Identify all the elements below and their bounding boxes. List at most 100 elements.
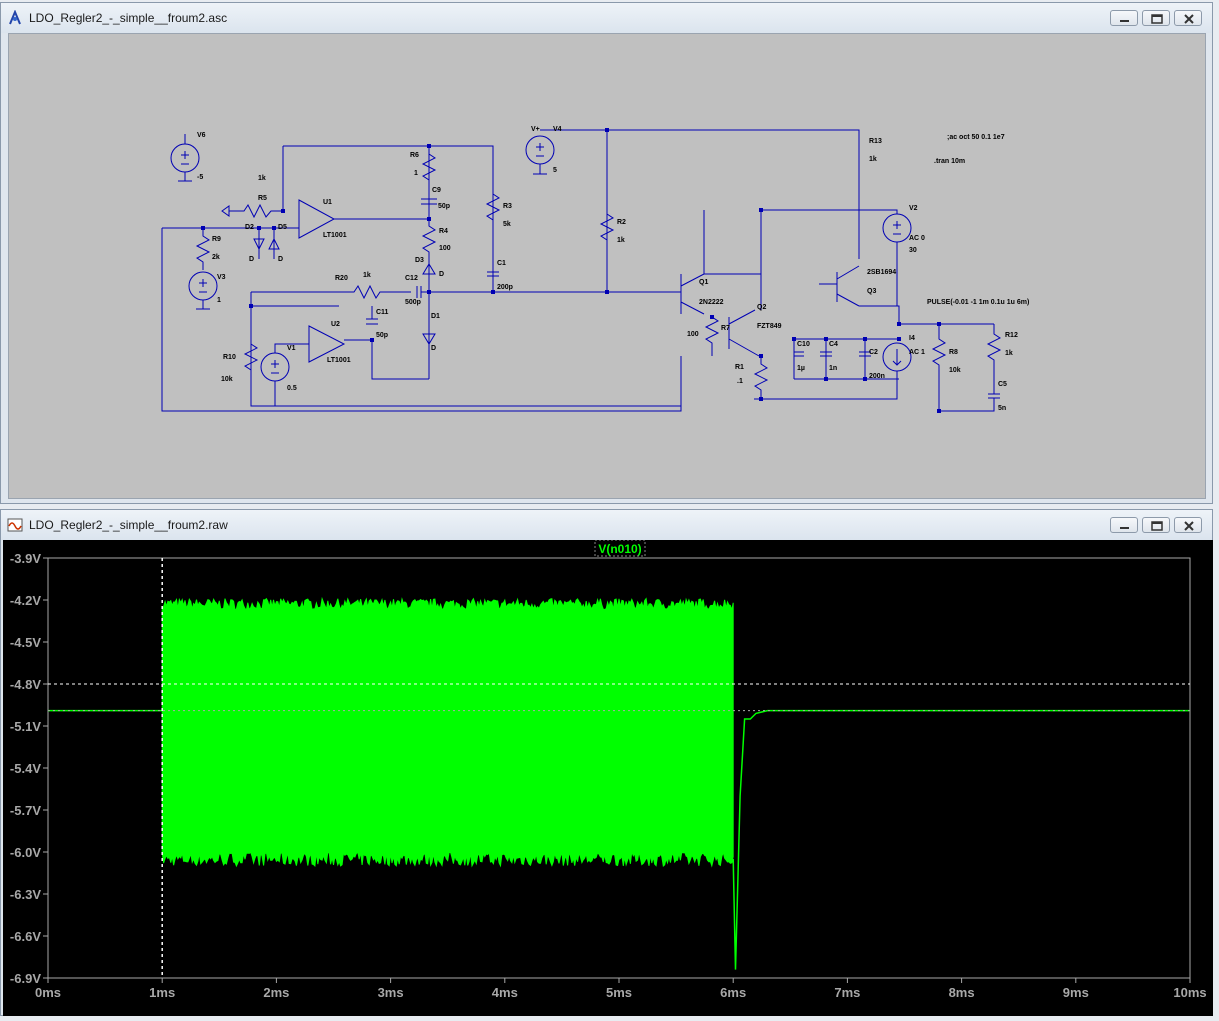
v2-value-ac: AC 0 (909, 235, 925, 242)
r7-label: R7 (721, 325, 730, 332)
schematic-canvas[interactable]: V6 -5 V+ V4 5 V3 1 V1 0.5 V2 AC 0 30 I4 … (8, 33, 1206, 499)
x-tick-label: 8ms (949, 985, 975, 1000)
q1-label: Q1 (699, 279, 708, 286)
u1-model: LT1001 (323, 232, 347, 239)
u1-label: U1 (323, 199, 332, 206)
i4-value: AC 1 (909, 349, 925, 356)
waveform-chart[interactable]: -3.9V-4.2V-4.5V-4.8V-5.1V-5.4V-5.7V-6.0V… (3, 539, 1213, 1016)
x-tick-label: 9ms (1063, 985, 1089, 1000)
v3-label: V3 (217, 274, 226, 281)
d5-label: D5 (278, 224, 287, 231)
c9-value: 50p (438, 203, 450, 210)
d1-label: D1 (431, 313, 440, 320)
r3-label: R3 (503, 203, 512, 210)
q1-model: 2N2222 (699, 299, 724, 306)
restore-icon (1151, 521, 1163, 531)
ltspice-schematic-icon (9, 10, 21, 25)
x-tick-label: 3ms (378, 985, 404, 1000)
x-tick-label: 1ms (149, 985, 175, 1000)
r10-label: R10 (223, 354, 236, 361)
c4-label: C4 (829, 341, 838, 348)
restore-button[interactable] (1142, 10, 1170, 26)
r8-label: R8 (949, 349, 958, 356)
v3-value: 1 (217, 297, 221, 304)
q3-model: 2SB1694 (867, 269, 896, 276)
trace-label-box (594, 539, 646, 557)
q3-label: Q3 (867, 288, 876, 295)
c11-label: C11 (376, 309, 389, 316)
r2-label: R2 (617, 219, 626, 226)
x-tick-label: 10ms (1173, 985, 1206, 1000)
u2-model: LT1001 (327, 357, 351, 364)
r7-value: 100 (687, 331, 699, 338)
restore-button[interactable] (1142, 517, 1170, 533)
c2-label: C2 (869, 349, 878, 356)
waveform-titlebar[interactable]: LDO_Regler2_-_simple__froum2.raw (1, 510, 1212, 540)
v2-label: V2 (909, 205, 918, 212)
y-tick-label: -4.2V (10, 593, 41, 608)
r13-label: R13 (869, 138, 882, 145)
d2-label: D2 (245, 224, 254, 231)
y-tick-label: -3.9V (10, 551, 41, 566)
tran-directive: .tran 10m (934, 158, 965, 165)
v4-plus-label: V+ (531, 126, 540, 133)
minimize-button[interactable] (1110, 517, 1138, 533)
v6-value: -5 (197, 174, 203, 181)
close-button[interactable] (1174, 10, 1202, 26)
x-tick-label: 2ms (263, 985, 289, 1000)
c4-value: 1n (829, 365, 837, 372)
c10-value: 1µ (797, 365, 805, 372)
r9-value: 2k (212, 254, 220, 261)
x-tick-label: 0ms (35, 985, 61, 1000)
r12-label: R12 (1005, 332, 1018, 339)
waveform-plot-area[interactable]: -3.9V-4.2V-4.5V-4.8V-5.1V-5.4V-5.7V-6.0V… (3, 539, 1213, 1016)
r13-value: 1k (869, 156, 877, 163)
r4-value: 100 (439, 245, 451, 252)
minimize-icon (1120, 527, 1129, 529)
r4-label: R4 (439, 228, 448, 235)
v2-value-dc: 30 (909, 247, 917, 254)
r8-value: 10k (949, 367, 961, 374)
minimize-icon (1120, 20, 1129, 22)
schematic-drawing: V6 -5 V+ V4 5 V3 1 V1 0.5 V2 AC 0 30 I4 … (161, 126, 1029, 413)
x-tick-label: 6ms (720, 985, 746, 1000)
r2-value: 1k (617, 237, 625, 244)
q2-model: FZT849 (757, 323, 782, 330)
minimize-button[interactable] (1110, 10, 1138, 26)
c5-value: 5n (998, 405, 1006, 412)
v4-value: 5 (553, 167, 557, 174)
close-icon (1184, 14, 1194, 24)
c1-label: C1 (497, 260, 506, 267)
c2-value: 200n (869, 373, 885, 380)
pulse-spec: PULSE(-0.01 -1 1m 0.1u 1u 6m) (927, 299, 1029, 306)
r10-value: 10k (221, 376, 233, 383)
c11-value: 50p (376, 332, 388, 339)
y-tick-label: -6.0V (10, 845, 41, 860)
schematic-window: LDO_Regler2_-_simple__froum2.asc (0, 2, 1213, 504)
v4-label: V4 (553, 126, 562, 133)
ac-directive: ;ac oct 50 0.1 1e7 (947, 134, 1005, 141)
r3-value: 5k (503, 221, 511, 228)
i4-label: I4 (909, 335, 915, 342)
trace-oscillation-envelope (161, 596, 734, 868)
r12-value: 1k (1005, 350, 1013, 357)
y-tick-label: -4.8V (10, 677, 41, 692)
d3-model: D (439, 271, 444, 278)
schematic-titlebar[interactable]: LDO_Regler2_-_simple__froum2.asc (1, 3, 1212, 33)
trace-recovery (732, 709, 1190, 970)
trace-label[interactable]: V(n010) (598, 542, 641, 556)
waveform-window-title: LDO_Regler2_-_simple__froum2.raw (29, 518, 228, 532)
restore-icon (1151, 14, 1163, 24)
close-button[interactable] (1174, 517, 1202, 533)
close-icon (1184, 521, 1194, 531)
r6-label: R6 (410, 152, 419, 159)
x-tick-label: 4ms (492, 985, 518, 1000)
c5-label: C5 (998, 381, 1007, 388)
waveform-viewer-icon (7, 518, 23, 532)
c9-label: C9 (432, 187, 441, 194)
r1-label: R1 (735, 364, 744, 371)
v1-label: V1 (287, 345, 296, 352)
r6-value: 1 (414, 170, 418, 177)
schematic-window-title: LDO_Regler2_-_simple__froum2.asc (29, 11, 228, 25)
r20-label: R20 (335, 275, 348, 282)
